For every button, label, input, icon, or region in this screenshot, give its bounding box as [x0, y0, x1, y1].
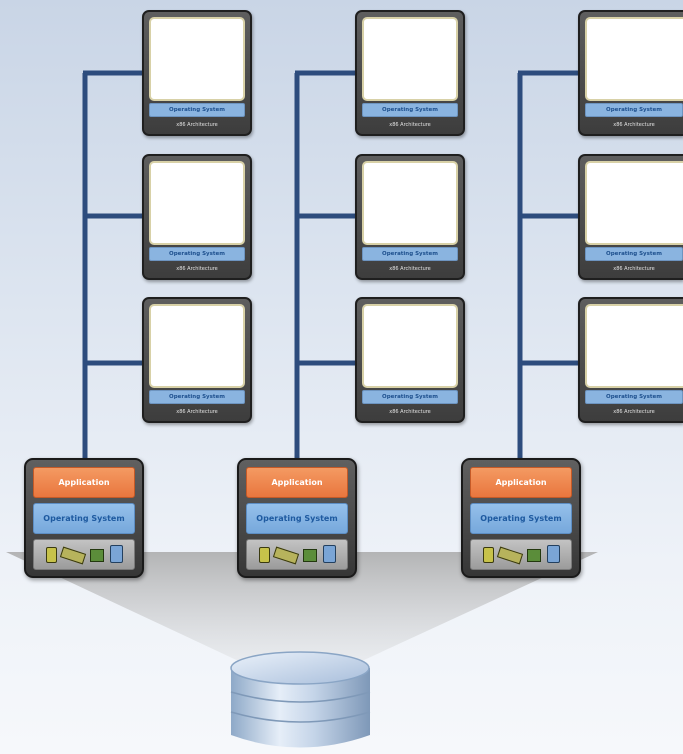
host-hardware-layer — [246, 539, 348, 570]
vm-arch-label: x86 Architecture — [613, 266, 655, 272]
virtual-machine: Operating System x86 Architecture — [142, 154, 252, 280]
vm-arch-label: x86 Architecture — [389, 266, 431, 272]
physical-host: Application Operating System — [461, 458, 581, 578]
physical-host: Application Operating System — [24, 458, 144, 578]
disk-icon — [547, 545, 560, 563]
network-card-icon — [303, 549, 317, 562]
cpu-icon — [483, 547, 494, 563]
host-hardware-layer — [470, 539, 572, 570]
physical-host: Application Operating System — [237, 458, 357, 578]
vm-os-label: Operating System — [362, 247, 458, 261]
storage-cylinder-icon — [230, 651, 371, 748]
virtual-machine: Operating System x86 Architecture — [142, 10, 252, 136]
vm-arch-label: x86 Architecture — [176, 266, 218, 272]
connection-lines — [82, 70, 582, 462]
vm-screen — [585, 304, 683, 388]
memory-icon — [496, 546, 524, 565]
virtual-machine: Operating System x86 Architecture — [578, 154, 683, 280]
cpu-icon — [259, 547, 270, 563]
vm-os-label: Operating System — [149, 390, 245, 404]
memory-icon — [59, 546, 87, 565]
storage-projection — [6, 552, 598, 672]
vm-screen — [585, 17, 683, 101]
virtual-machine: Operating System x86 Architecture — [355, 154, 465, 280]
vm-screen — [149, 304, 245, 388]
vm-screen — [362, 304, 458, 388]
host-application-layer: Application — [470, 467, 572, 498]
vm-os-label: Operating System — [585, 247, 683, 261]
vm-arch-label: x86 Architecture — [613, 122, 655, 128]
network-card-icon — [90, 549, 104, 562]
virtual-machine: Operating System x86 Architecture — [578, 10, 683, 136]
vm-screen — [149, 161, 245, 245]
vm-screen — [362, 161, 458, 245]
vm-arch-label: x86 Architecture — [176, 122, 218, 128]
vm-os-label: Operating System — [149, 103, 245, 117]
vm-os-label: Operating System — [362, 103, 458, 117]
virtual-machine: Operating System x86 Architecture — [142, 297, 252, 423]
network-card-icon — [527, 549, 541, 562]
vm-os-label: Operating System — [585, 103, 683, 117]
virtual-machine: Operating System x86 Architecture — [578, 297, 683, 423]
cpu-icon — [46, 547, 57, 563]
vm-arch-label: x86 Architecture — [176, 409, 218, 415]
host-os-layer: Operating System — [33, 503, 135, 534]
vm-arch-label: x86 Architecture — [613, 409, 655, 415]
host-os-layer: Operating System — [246, 503, 348, 534]
vm-screen — [362, 17, 458, 101]
vm-os-label: Operating System — [585, 390, 683, 404]
vm-os-label: Operating System — [149, 247, 245, 261]
virtual-machine: Operating System x86 Architecture — [355, 10, 465, 136]
host-application-layer: Application — [246, 467, 348, 498]
host-application-layer: Application — [33, 467, 135, 498]
vm-arch-label: x86 Architecture — [389, 122, 431, 128]
vm-os-label: Operating System — [362, 390, 458, 404]
virtual-machine: Operating System x86 Architecture — [355, 297, 465, 423]
host-os-layer: Operating System — [470, 503, 572, 534]
disk-icon — [323, 545, 336, 563]
host-hardware-layer — [33, 539, 135, 570]
memory-icon — [272, 546, 300, 565]
vm-screen — [149, 17, 245, 101]
vm-arch-label: x86 Architecture — [389, 409, 431, 415]
disk-icon — [110, 545, 123, 563]
vm-screen — [585, 161, 683, 245]
